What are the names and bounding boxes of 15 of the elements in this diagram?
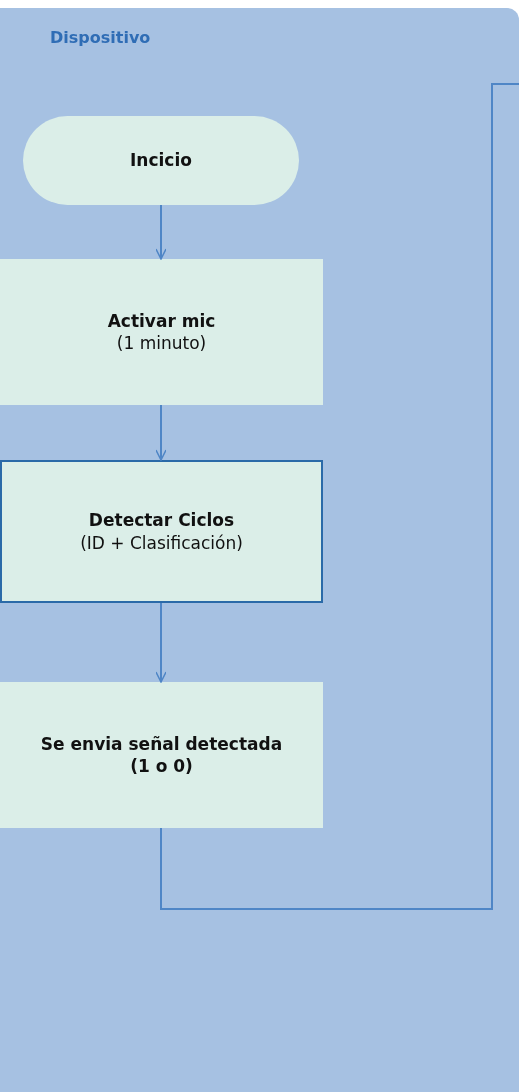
step-title: Detectar Ciclos xyxy=(88,509,235,532)
step-title: Se envia señal detectada (1 o 0) xyxy=(40,732,283,778)
step-detail: (ID + Clasificación) xyxy=(80,531,243,554)
arrow xyxy=(155,404,167,461)
swimlane-panel xyxy=(0,8,519,1092)
process-box xyxy=(0,259,323,405)
arrow xyxy=(155,204,167,260)
process-box xyxy=(0,460,323,603)
arrow xyxy=(155,602,167,683)
lane-title: Dispositivo xyxy=(50,28,151,49)
process-box xyxy=(0,682,323,828)
step-title: Incicio xyxy=(130,149,192,172)
step-detail: (1 minuto) xyxy=(116,332,207,355)
step-title: Activar mic xyxy=(107,309,216,332)
loop-connector xyxy=(160,83,519,910)
